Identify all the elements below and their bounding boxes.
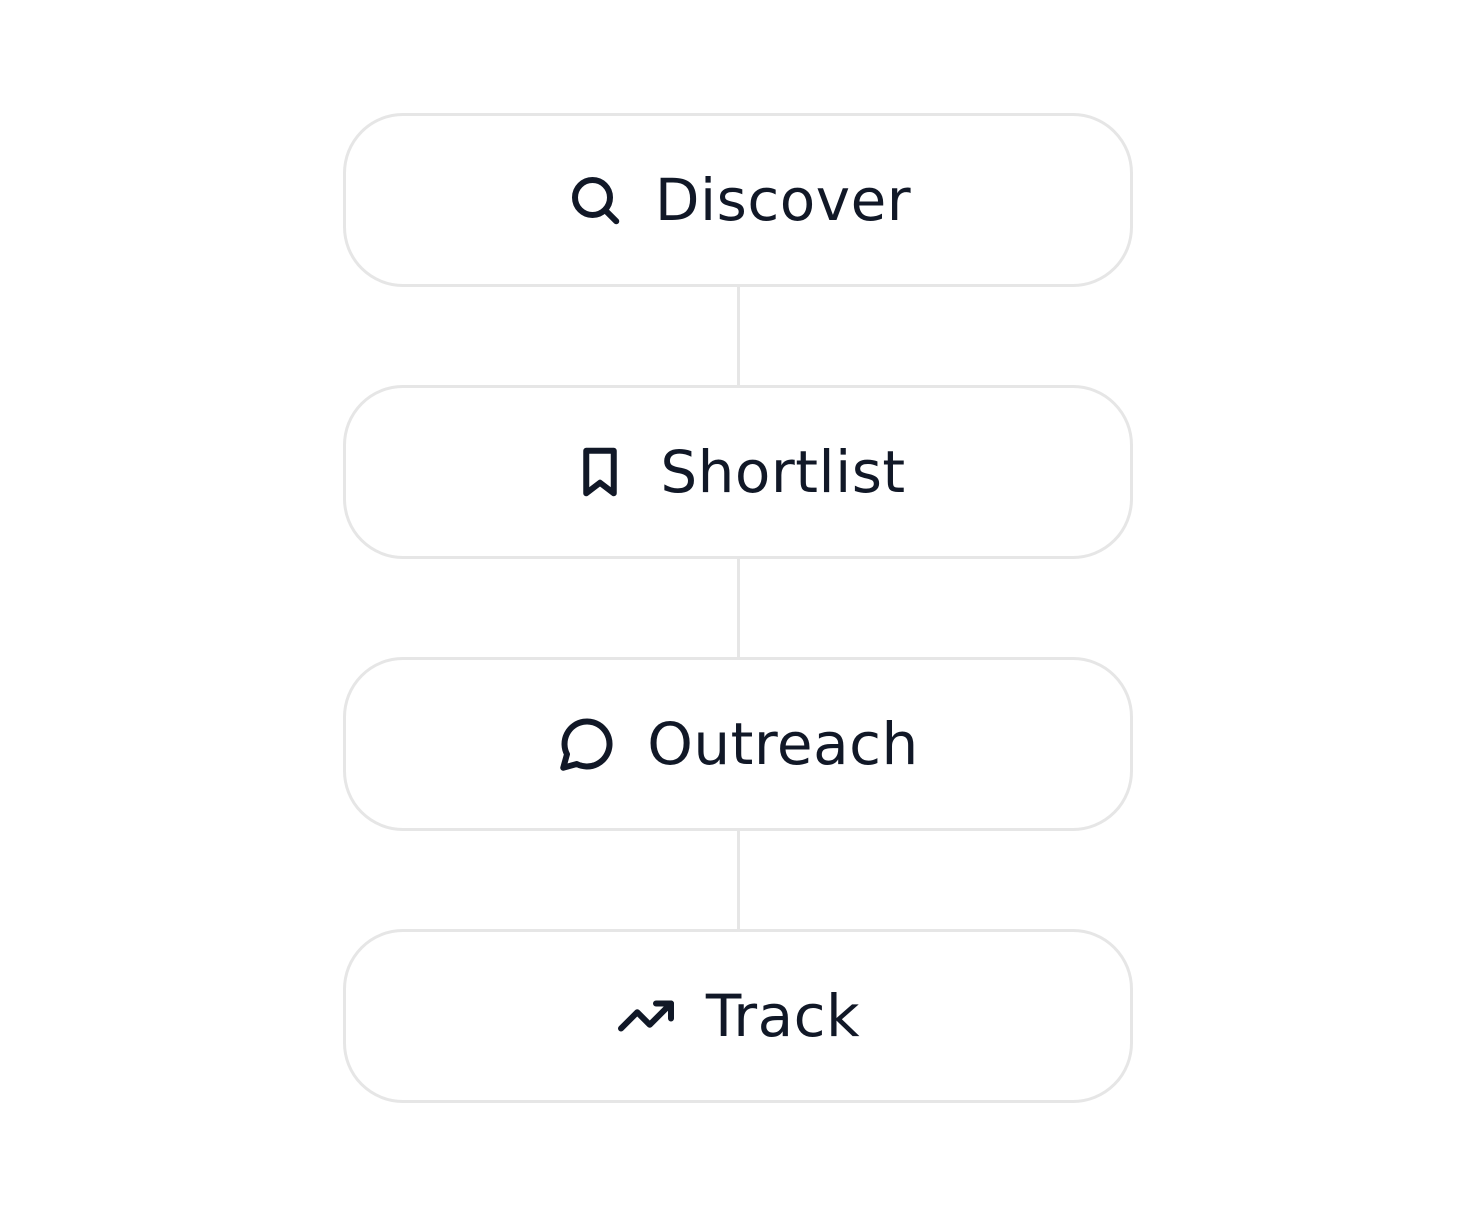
step-label: Shortlist: [660, 438, 906, 506]
connector-line: [737, 287, 740, 385]
step-label: Outreach: [647, 710, 919, 778]
step-label: Discover: [654, 166, 912, 234]
step-label: Track: [705, 982, 861, 1050]
connector-line: [737, 559, 740, 657]
trending-up-icon: [616, 986, 676, 1046]
chat-bubble-icon: [557, 714, 617, 774]
connector-line: [737, 831, 740, 929]
workflow-diagram: Discover Shortlist Outreach Track: [343, 113, 1133, 1103]
bookmark-icon: [570, 442, 630, 502]
step-discover[interactable]: Discover: [343, 113, 1133, 287]
step-track[interactable]: Track: [343, 929, 1133, 1103]
search-icon: [565, 170, 625, 230]
step-outreach[interactable]: Outreach: [343, 657, 1133, 831]
step-shortlist[interactable]: Shortlist: [343, 385, 1133, 559]
